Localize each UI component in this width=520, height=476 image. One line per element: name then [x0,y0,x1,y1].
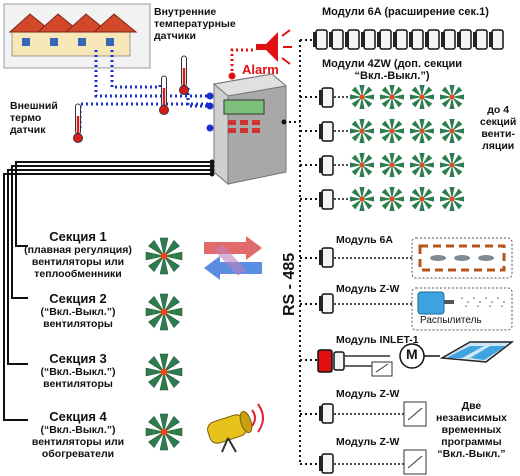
up-to-4-label: до 4 секций венти- ляции [480,104,517,152]
module-zw-label-3: Модуль Z-W [336,436,400,448]
external-sensor-label: Внешний термо датчик [10,100,58,136]
section-1: Секция 1 (плавная регуляция) вентиляторы… [22,229,134,281]
timers-note: Две независимых временных программы “Вкл… [436,400,507,460]
module-inlet-label: Модуль INLET-1 [336,334,419,346]
modules-6a-row [312,29,504,50]
rs485-label: RS - 485 [281,252,298,316]
motor-symbol: M [406,346,418,362]
section-3: Секция 3 (“Вкл.-Выкл.”) вентиляторы [22,351,134,391]
heater-icon [207,403,264,453]
internal-sensors-label: Внутренние температурные датчики [154,6,236,42]
modules-6a-label: Модули 6A (расширение сек.1) [322,6,489,18]
fan-icon [145,353,183,391]
module-zw-label-2: Модуль Z-W [336,388,400,400]
zw-module-rows [318,85,464,211]
duct-fans-icon [418,244,506,272]
greenhouse-icon [3,3,151,69]
module-zw-label-1: Модуль Z-W [336,283,400,295]
section-2: Секция 2 (“Вкл.-Выкл.”) вентиляторы [22,291,134,331]
fan-icon [145,293,183,331]
sprayer-label: Распылитель [420,315,482,326]
heat-exchanger-icon [204,236,262,280]
section-title: Секция 4 [49,409,107,424]
rs485-bus [284,39,318,465]
siren-icon [256,29,292,65]
thermometer-icon [73,103,83,143]
module-6a-label: Модуль 6A [336,234,393,246]
inlet-window-icon [439,341,515,363]
section-title: Секция 3 [49,351,107,366]
modules-4zw-label: Модули 4ZW (доп. секции “Вкл.-Выкл.”) [322,58,463,82]
fan-icon [145,413,183,451]
section-wires [3,161,212,421]
thermometer-icon [179,55,189,95]
fan-icon [145,237,183,275]
sprayer-icon [417,291,505,315]
section-title: Секция 2 [49,291,107,306]
controller-box [212,73,288,186]
section-title: Секция 1 [49,229,107,244]
section-4: Секция 4 (“Вкл.-Выкл.”) вентиляторы или … [22,409,134,461]
alarm-label: Alarm [242,62,279,77]
